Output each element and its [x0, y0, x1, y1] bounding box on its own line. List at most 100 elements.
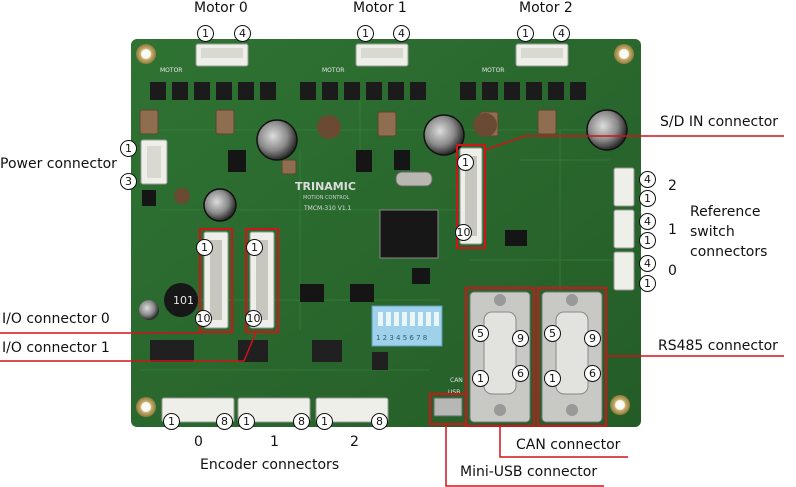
pin-marker-io0-10: 10	[195, 310, 212, 327]
pin-marker-motor0-1: 1	[197, 25, 214, 42]
motor-silk-0: MOTOR	[160, 67, 182, 74]
label-motor-1: Motor 1	[353, 0, 407, 16]
power-connector	[140, 139, 168, 185]
pin-marker-can-6: 6	[512, 365, 529, 382]
label-rs485-connector: RS485 connector	[658, 338, 778, 354]
motor-connector-2	[515, 43, 569, 67]
brand-sub: MOTION CONTROL	[303, 195, 350, 201]
encoder-number-1: 1	[270, 434, 279, 450]
pin-marker-ref1-4: 4	[639, 213, 656, 230]
electrolytic-cap-4	[203, 188, 237, 222]
dsub-rs485	[541, 291, 603, 423]
small-ics	[142, 150, 527, 302]
pin-marker-sdin-1: 1	[457, 154, 474, 171]
pin-marker-power-1: 1	[120, 140, 137, 157]
electrolytic-cap-2	[423, 114, 465, 156]
label-reference-1: Reference	[690, 204, 761, 220]
crystal	[395, 171, 433, 187]
electrolytic-cap-1	[256, 119, 298, 161]
model-silk: TMCM-310 V1.1	[303, 205, 352, 212]
pin-marker-motor1-1: 1	[357, 25, 374, 42]
encoder-connectors	[161, 397, 389, 423]
label-motor-2: Motor 2	[519, 0, 573, 16]
dip-numbers: 1 2 3 4 5 6 7 8	[376, 334, 427, 342]
leader-can	[499, 426, 628, 458]
pin-marker-enc2-1: 1	[316, 413, 333, 430]
pin-marker-io1-1: 1	[246, 239, 263, 256]
label-reference-2: switch	[690, 224, 735, 240]
pin-marker-enc0-1: 1	[163, 413, 180, 430]
label-mini-usb-connector: Mini-USB connector	[460, 464, 598, 480]
label-motor-0: Motor 0	[194, 0, 248, 16]
motor-connector-0	[195, 43, 249, 67]
label-encoder-connectors: Encoder connectors	[200, 457, 340, 473]
box-io0	[199, 228, 233, 333]
leader-io1	[0, 331, 257, 362]
pin-marker-enc1-8: 8	[293, 413, 310, 430]
mount-hole-tl	[136, 44, 156, 64]
pin-marker-rs485-6: 6	[584, 365, 601, 382]
pin-marker-rs485-1: 1	[544, 370, 561, 387]
pin-marker-rs485-5: 5	[544, 325, 561, 342]
pin-marker-ref0-1: 1	[639, 275, 656, 292]
label-reference-3: connectors	[690, 244, 768, 260]
pin-marker-ref1-1: 1	[639, 232, 656, 249]
main-processor	[379, 209, 439, 259]
pin-marker-can-1: 1	[472, 370, 489, 387]
motor-silk-2: MOTOR	[482, 67, 504, 74]
ref-number-2: 2	[668, 178, 677, 194]
pin-marker-power-3: 3	[120, 173, 137, 190]
motor-silk-1: MOTOR	[322, 67, 344, 74]
dsub-can	[469, 291, 531, 423]
box-io1	[245, 228, 279, 333]
dip-switch-levers	[378, 312, 439, 326]
pin-marker-can-9: 9	[512, 330, 529, 347]
ref-number-1: 1	[668, 222, 677, 238]
encoder-number-0: 0	[194, 434, 203, 450]
pin-marker-io1-10: 10	[245, 310, 262, 327]
mosfet-row	[150, 82, 586, 100]
mini-usb-port	[433, 397, 463, 417]
pin-marker-motor2-1: 1	[517, 25, 534, 42]
pin-marker-motor2-4: 4	[553, 25, 570, 42]
label-io-connector-1: I/O connector 1	[2, 340, 110, 356]
pin-marker-ref2-1: 1	[639, 190, 656, 207]
pin-marker-sdin-10: 10	[455, 224, 472, 241]
inductors	[174, 113, 497, 204]
pin-marker-ref2-4: 4	[639, 171, 656, 188]
mount-hole-br	[610, 395, 630, 415]
usb-silk: USB	[448, 389, 460, 396]
pin-marker-ref0-4: 4	[639, 255, 656, 272]
ref-number-0: 0	[668, 263, 677, 279]
can-silk: CAN	[450, 377, 463, 384]
leader-sd-in	[484, 135, 784, 151]
io-pin-strips	[210, 156, 477, 320]
electrolytic-cap-3	[586, 109, 628, 151]
label-can-connector: CAN connector	[516, 437, 621, 453]
pin-marker-io0-1: 1	[196, 239, 213, 256]
pin-marker-enc2-8: 8	[371, 413, 388, 430]
inductor-101	[164, 283, 198, 317]
pin-marker-enc0-8: 8	[216, 413, 233, 430]
pin-marker-motor0-4: 4	[234, 25, 251, 42]
inductor-label: 101	[173, 294, 194, 307]
label-io-connector-0: I/O connector 0	[2, 311, 110, 327]
pin-marker-can-5: 5	[472, 325, 489, 342]
box-usb	[429, 393, 467, 425]
pin-marker-rs485-9: 9	[584, 330, 601, 347]
pin-marker-motor1-4: 4	[393, 25, 410, 42]
mount-hole-bl	[136, 397, 156, 417]
leader-lines	[0, 135, 784, 487]
label-power-connector: Power connector	[0, 156, 117, 172]
small-cap	[139, 300, 159, 320]
encoder-number-2: 2	[350, 434, 359, 450]
motor-connector-1	[355, 43, 409, 67]
pin-marker-enc1-1: 1	[238, 413, 255, 430]
box-sd-in	[456, 144, 486, 249]
ref-switch-connectors	[613, 167, 635, 291]
box-rs485	[537, 287, 607, 427]
brand-logo: TRINAMIC	[295, 180, 356, 193]
mount-hole-tr	[614, 44, 634, 64]
label-sd-in-connector: S/D IN connector	[660, 114, 779, 130]
